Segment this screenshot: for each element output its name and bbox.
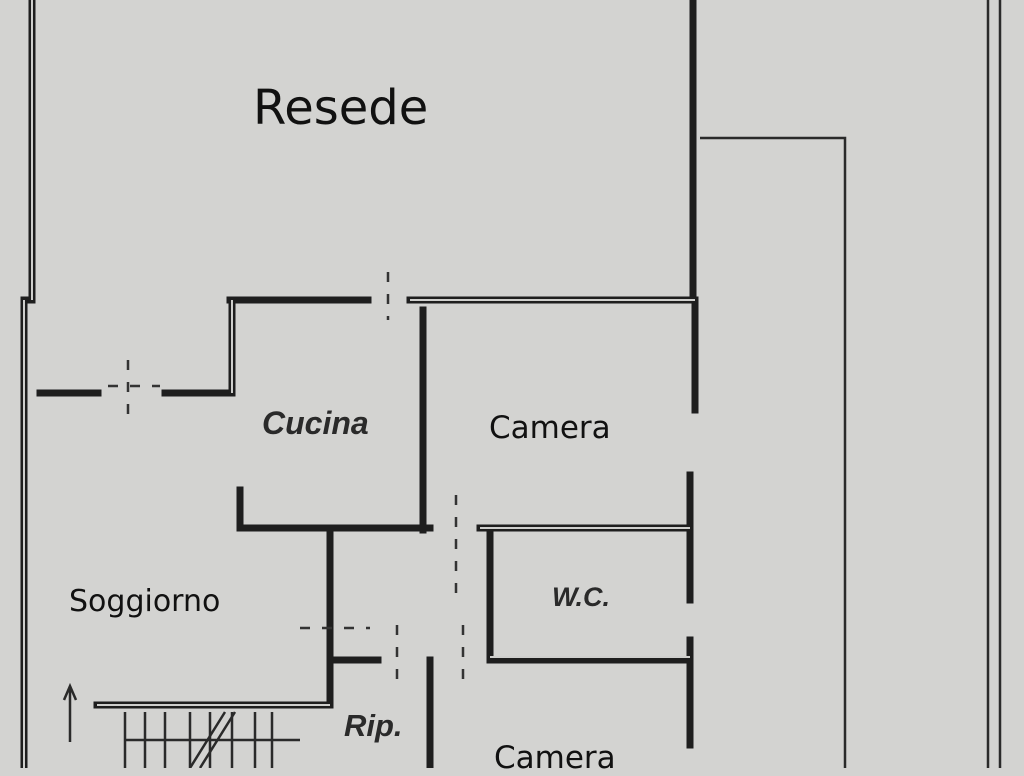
room-label-camera-top: Camera <box>489 410 611 446</box>
stairs <box>123 711 300 768</box>
room-label-wc: W.C. <box>552 582 610 612</box>
up-arrow-icon <box>62 682 78 742</box>
room-label-ripostiglio: Rip. <box>344 708 403 743</box>
room-label-camera-bottom: Camera <box>494 740 616 776</box>
door-markers <box>108 272 465 690</box>
room-label-cucina: Cucina <box>262 405 369 441</box>
room-label-soggiorno: Soggiorno <box>69 584 221 619</box>
walls <box>20 0 1002 768</box>
room-label-resede: Resede <box>253 80 429 136</box>
